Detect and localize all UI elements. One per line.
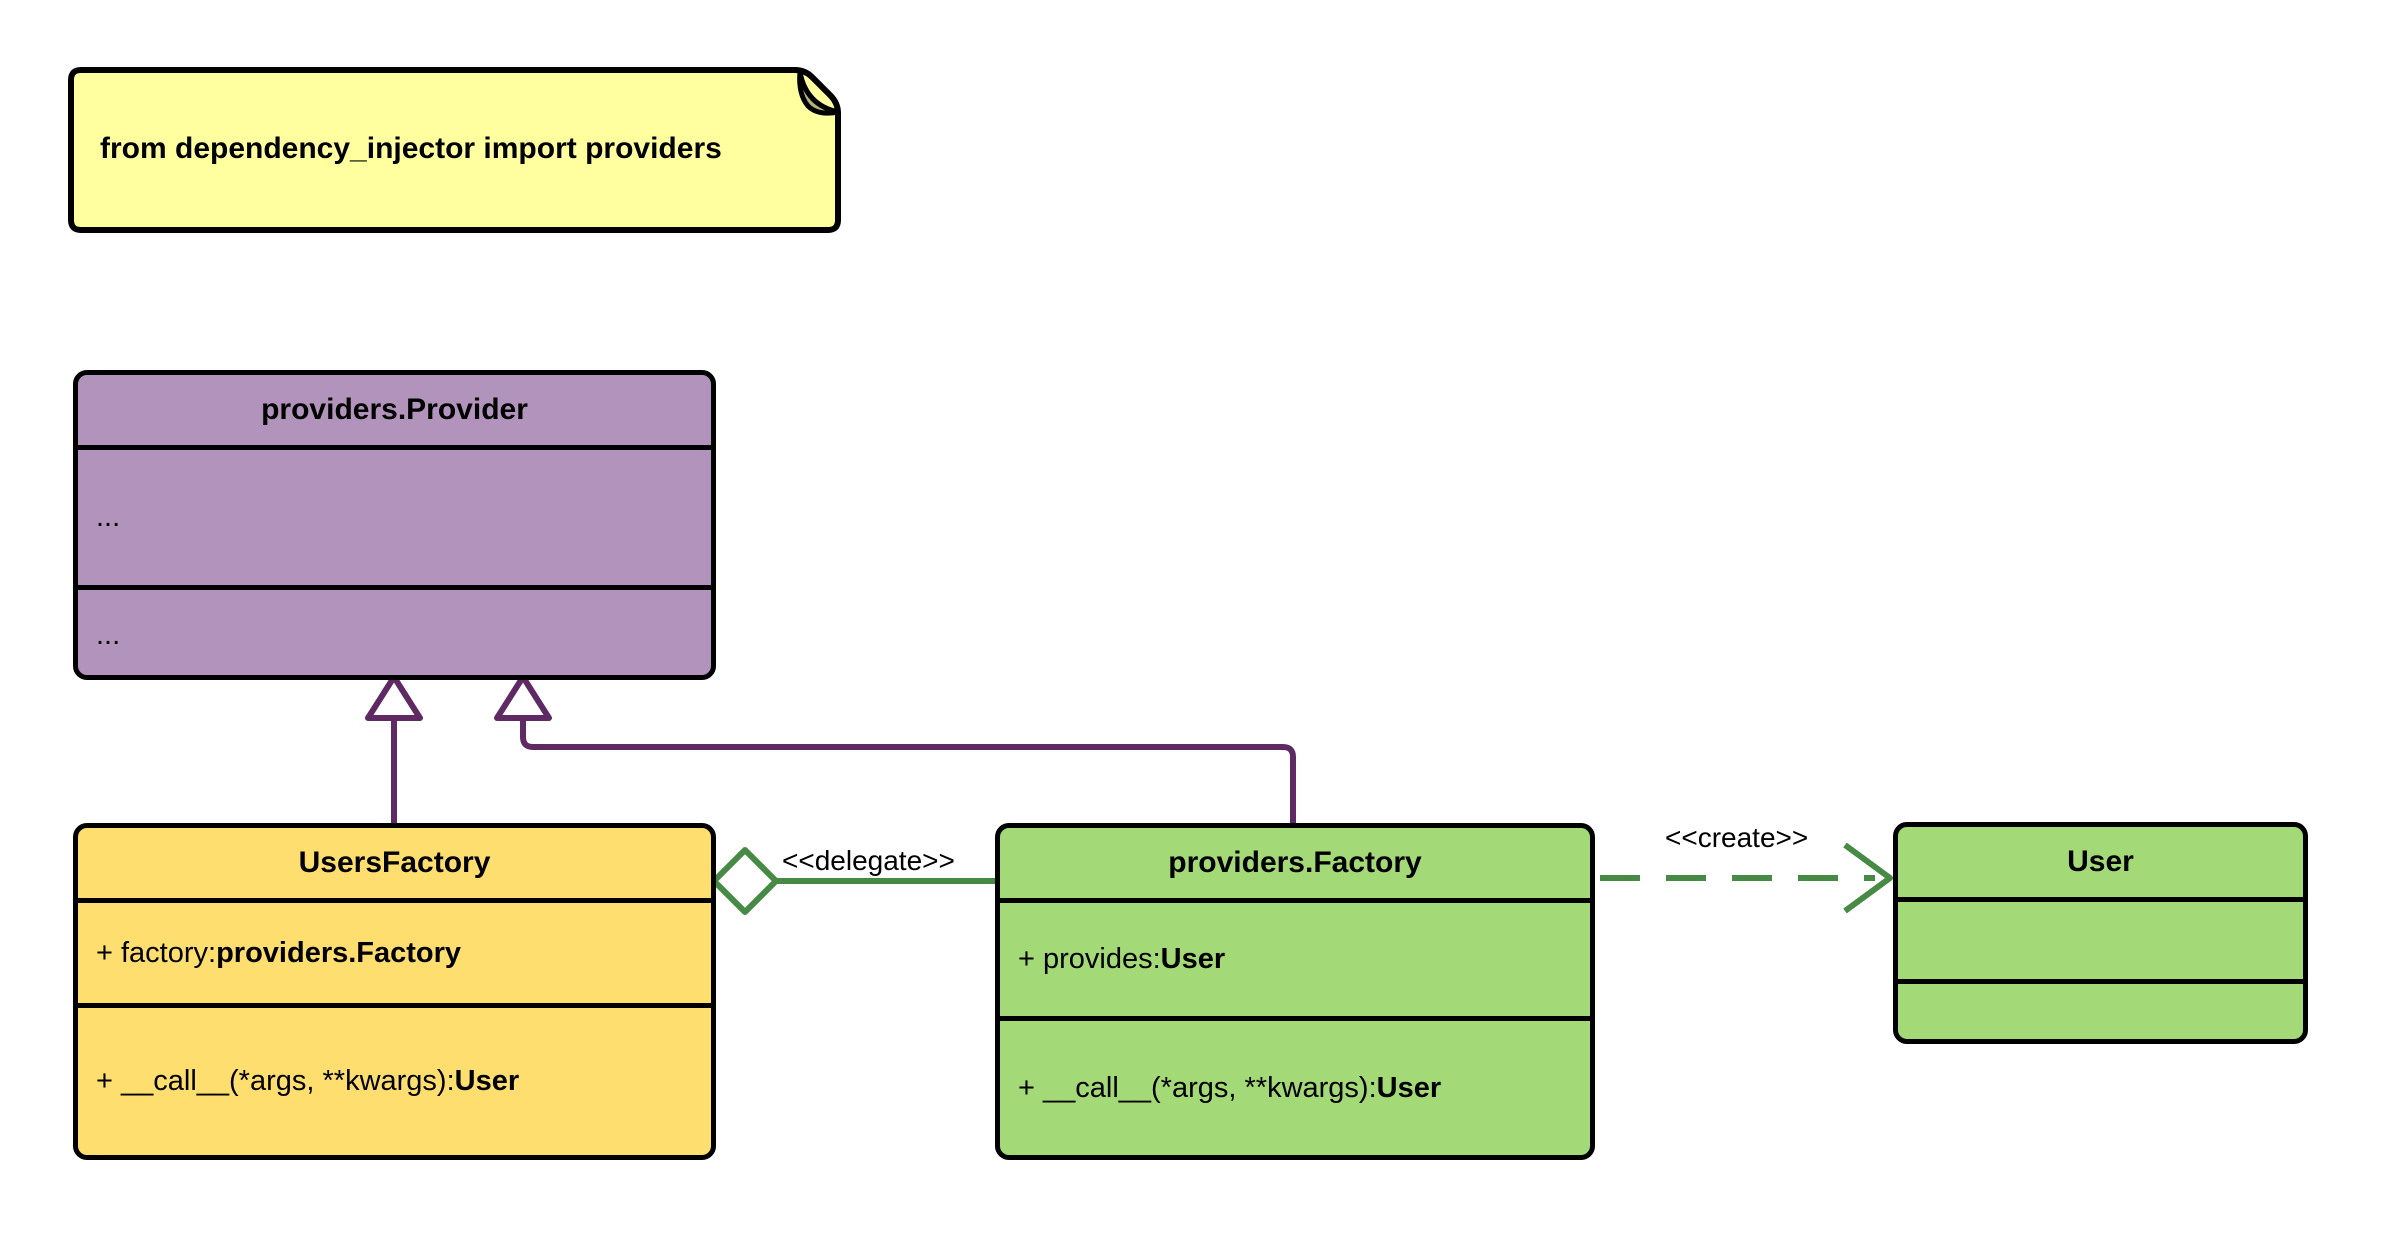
class-method-providers-factory-call: + __call__(*args, **kwargs): User xyxy=(1000,1016,1590,1155)
class-methods-user xyxy=(1898,979,2303,1037)
class-attributes-user xyxy=(1898,897,2303,979)
edge-label-create: <<create>> xyxy=(1665,822,1809,853)
edge-label-delegate: <<delegate>> xyxy=(782,845,955,876)
open-arrowhead xyxy=(1843,842,1893,914)
note-text: from dependency_injector import provider… xyxy=(100,132,722,165)
class-title-user: User xyxy=(2067,845,2134,878)
hollow-diamond-arrowhead xyxy=(711,847,779,915)
dependency-factory-to-user[interactable] xyxy=(1600,842,1893,914)
generalization-usersfactory-to-provider[interactable] xyxy=(365,674,423,823)
class-attribute-users-factory-factory: + factory: providers.Factory xyxy=(78,898,711,1003)
attribute-plain-text: + factory: xyxy=(96,936,217,969)
hollow-triangle-arrowhead-1 xyxy=(365,674,423,721)
class-box-providers-factory[interactable]: providers.Factory + provides: User + __c… xyxy=(995,823,1595,1160)
method-plain-text: + __call__(*args, **kwargs): xyxy=(1018,1071,1377,1104)
method-return-text: User xyxy=(1376,1071,1442,1104)
class-methods-providers-provider: ... xyxy=(78,585,711,675)
class-title-providers-factory: providers.Factory xyxy=(1168,846,1422,879)
aggregation-usersfactory-to-factory[interactable] xyxy=(711,847,995,915)
method-return-text: User xyxy=(454,1065,520,1097)
class-attributes-providers-provider: ... xyxy=(78,445,711,585)
hollow-triangle-arrowhead-2 xyxy=(494,674,552,721)
note-body xyxy=(68,67,841,233)
generalization-line-2 xyxy=(520,718,1296,823)
class-box-user[interactable]: User xyxy=(1893,822,2308,1044)
class-method-users-factory-call: + __call__(*args, **kwargs): User xyxy=(78,1003,711,1155)
class-box-users-factory[interactable]: UsersFactory + factory: providers.Factor… xyxy=(73,823,716,1160)
method-plain-text: + __call__(*args, **kwargs): xyxy=(96,1065,455,1097)
class-attribute-providers-factory-provides: + provides: User xyxy=(1000,898,1590,1016)
attribute-type-text: providers.Factory xyxy=(216,936,462,969)
class-title-users-factory: UsersFactory xyxy=(298,846,491,879)
class-box-providers-provider[interactable]: providers.Provider ... ... xyxy=(73,370,716,680)
attribute-plain-text: + provides: xyxy=(1018,943,1161,975)
attribute-type-text: User xyxy=(1160,943,1226,975)
class-title-providers-provider: providers.Provider xyxy=(261,393,528,426)
generalization-factory-to-provider[interactable] xyxy=(494,674,1296,823)
note-fold-corner xyxy=(797,69,841,116)
